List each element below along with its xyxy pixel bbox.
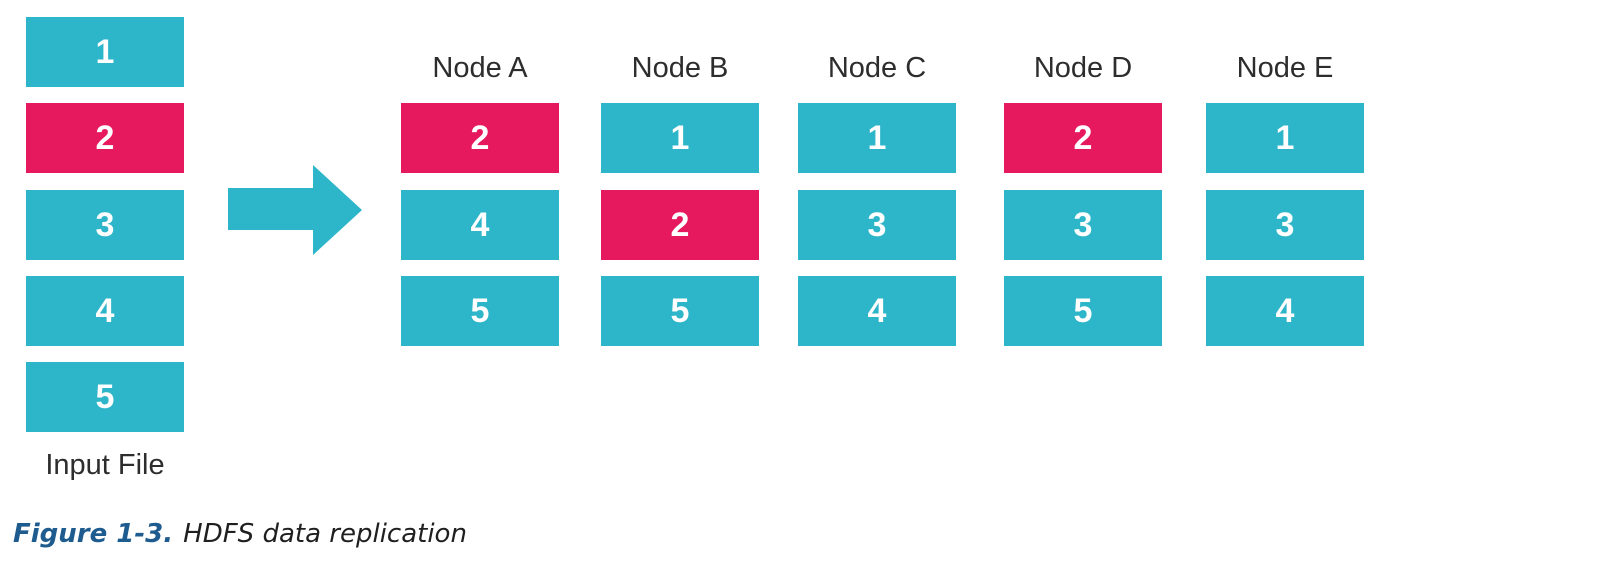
node-a-block-2: 4	[401, 190, 559, 260]
input-file-block-2: 2	[26, 103, 184, 173]
node-b-block-2: 2	[601, 190, 759, 260]
input-file-block-3: 3	[26, 190, 184, 260]
node-b-block-3: 5	[601, 276, 759, 346]
node-e-label: Node E	[1236, 52, 1334, 84]
node-d-block-3: 5	[1004, 276, 1162, 346]
node-d-block-1: 2	[1004, 103, 1162, 173]
figure-caption-text: HDFS data replication	[183, 519, 467, 549]
input-file-block-1: 1	[26, 17, 184, 87]
node-a-block-1: 2	[401, 103, 559, 173]
node-a-block-3: 5	[401, 276, 559, 346]
node-d-label: Node D	[1033, 52, 1133, 84]
figure-caption-label: Figure 1-3.	[13, 519, 174, 549]
right-arrow-icon	[228, 165, 362, 255]
node-e-block-1: 1	[1206, 103, 1364, 173]
node-c-block-3: 4	[798, 276, 956, 346]
node-e-block-2: 3	[1206, 190, 1364, 260]
node-e-block-3: 4	[1206, 276, 1364, 346]
node-c-block-1: 1	[798, 103, 956, 173]
node-d-block-2: 3	[1004, 190, 1162, 260]
node-c-label: Node C	[827, 52, 927, 84]
node-b-block-1: 1	[601, 103, 759, 173]
input-file-label: Input File	[45, 449, 165, 481]
figure-caption: Figure 1-3. HDFS data replication	[13, 519, 467, 549]
input-file-block-4: 4	[26, 276, 184, 346]
input-file-block-5: 5	[26, 362, 184, 432]
node-a-label: Node A	[432, 52, 528, 84]
node-b-label: Node B	[631, 52, 729, 84]
node-c-block-2: 3	[798, 190, 956, 260]
